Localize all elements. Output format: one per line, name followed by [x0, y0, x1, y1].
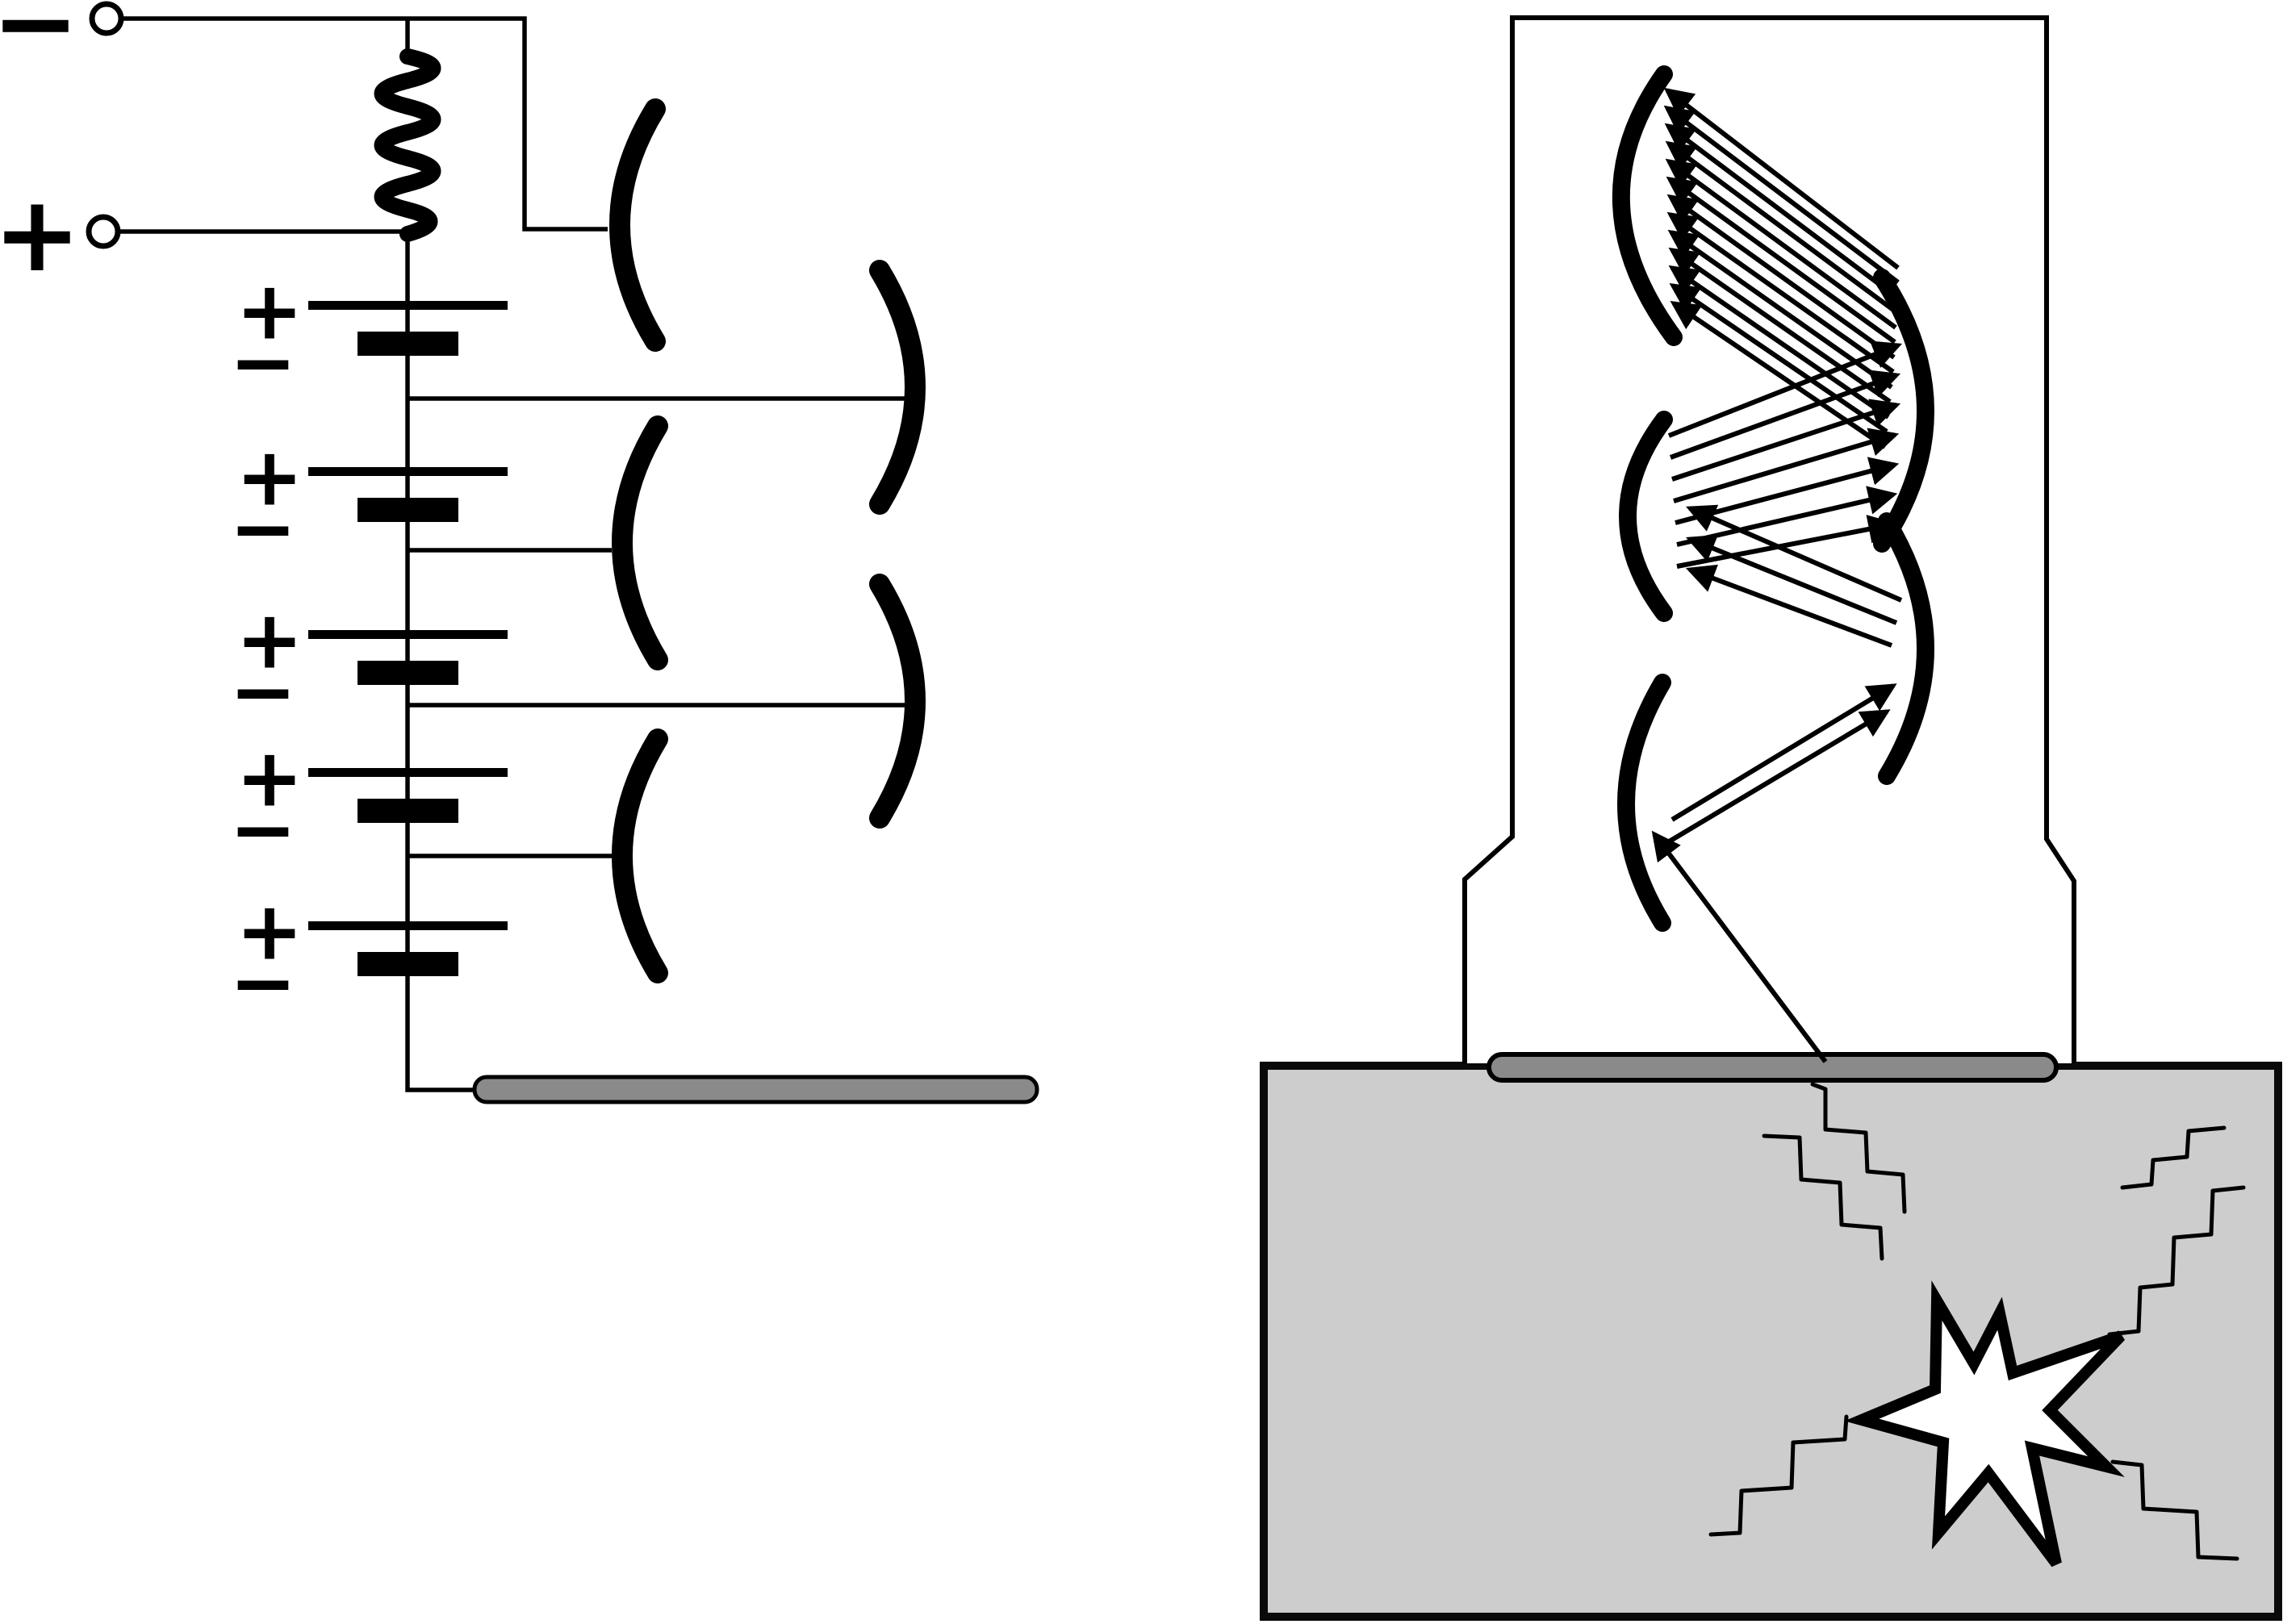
- cell-negative-plate: [358, 498, 458, 522]
- electron-arrow: [1667, 229, 1893, 390]
- electron-arrow: [1676, 486, 1898, 547]
- dynode-electrode-arc: [869, 260, 926, 515]
- electron-arrow: [1668, 265, 1890, 420]
- electron-arrow: [1686, 504, 1903, 603]
- scintillation-burst-icon: [1844, 1280, 2126, 1568]
- battery-cell: + −: [229, 884, 508, 1030]
- cell-negative-plate: [358, 952, 458, 976]
- dynode-electrode-arc: [612, 415, 668, 670]
- battery-cell: + −: [229, 593, 508, 739]
- electron-arrow: [1663, 87, 1900, 270]
- gamma-track: [2107, 1185, 2246, 1337]
- cell-plus-label: +: [236, 731, 303, 825]
- cell-negative-plate: [358, 332, 458, 356]
- dynode-electrode-arc: [869, 574, 926, 829]
- cell-positive-plate: [308, 467, 508, 476]
- electron-arrow: [1675, 457, 1900, 525]
- electron-arrows-stage-1: [1651, 830, 1828, 1063]
- electron-arrow: [1663, 105, 1900, 285]
- cell-positive-plate: [308, 301, 508, 310]
- battery-cell: + −: [229, 264, 508, 410]
- cell-positive-plate: [308, 630, 508, 639]
- electron-arrow: [1670, 300, 1887, 449]
- battery-cell: + −: [229, 430, 508, 576]
- electron-arrow: [1676, 515, 1898, 569]
- cell-plus-label: +: [236, 430, 303, 524]
- electron-arrow: [1665, 140, 1898, 315]
- resistor: [374, 48, 441, 242]
- negative-terminal-icon: [89, 1, 124, 36]
- pmt-dynode-arc: [1873, 269, 1934, 553]
- pmt-dynode-arc: [1878, 512, 1934, 785]
- cell-minus-label: −: [229, 645, 297, 739]
- scintillation-detector: [1260, 15, 2282, 1621]
- electron-arrow: [1666, 176, 1896, 344]
- electron-arrow: [1669, 282, 1888, 434]
- scintillator-crystal: [1260, 1062, 2282, 1621]
- electron-arrow: [1665, 158, 1897, 330]
- cell-minus-label: −: [229, 315, 297, 410]
- positive-terminal-label: +: [0, 173, 81, 295]
- electron-arrows-stage-5: [1663, 87, 1900, 449]
- electron-arrow: [1667, 340, 1903, 438]
- cell-plus-label: +: [236, 884, 303, 979]
- gamma-track: [2110, 1459, 2239, 1561]
- photocathode-window-bar: [1486, 1052, 2059, 1083]
- electron-arrow: [1666, 211, 1895, 374]
- gamma-track: [1762, 1133, 1884, 1261]
- positive-terminal-icon: [86, 214, 121, 249]
- gamma-track: [1708, 1414, 1849, 1537]
- cell-minus-label: −: [229, 783, 297, 877]
- electron-arrow: [1670, 683, 1897, 822]
- pmt-dynode-arc: [1612, 65, 1683, 346]
- voltage-supply-circuit: − + + − + − +: [0, 0, 1039, 1104]
- electron-arrow: [1666, 194, 1896, 360]
- electron-arrows-stage-2: [1661, 683, 1897, 848]
- cell-negative-plate: [358, 799, 458, 823]
- electron-arrow: [1671, 399, 1901, 482]
- electron-arrow: [1651, 830, 1828, 1063]
- pmt-envelope-outline: [1462, 15, 2076, 1063]
- electron-arrow: [1661, 709, 1891, 848]
- cell-positive-plate: [308, 921, 508, 930]
- battery-cell: + −: [229, 731, 508, 877]
- electron-arrow: [1685, 564, 1893, 648]
- negative-terminal-wire: [123, 16, 608, 232]
- photocathode-bar: [472, 1075, 1039, 1104]
- electron-arrows-stage-4: [1667, 340, 1903, 569]
- pmt-dynode-arc: [1617, 674, 1671, 932]
- pmt-dynode-arc: [1619, 411, 1673, 622]
- negative-terminal-label: −: [0, 0, 79, 84]
- electron-arrow: [1685, 534, 1898, 625]
- cell-minus-label: −: [229, 482, 297, 576]
- electron-arrow: [1673, 428, 1900, 503]
- gamma-track: [2120, 1125, 2227, 1190]
- cell-minus-label: −: [229, 936, 297, 1030]
- cell-negative-plate: [358, 661, 458, 685]
- dynode-electrode-arc: [609, 98, 666, 352]
- cell-plus-label: +: [236, 593, 303, 687]
- cell-positive-plate: [308, 768, 508, 777]
- dynode-electrode-arc: [612, 729, 668, 983]
- gamma-track: [1810, 1082, 1907, 1214]
- electron-arrow: [1664, 123, 1899, 300]
- cell-plus-label: +: [236, 264, 303, 358]
- electron-arrow: [1669, 369, 1901, 460]
- electron-arrows-stage-3: [1685, 504, 1903, 648]
- electron-arrow: [1668, 247, 1892, 404]
